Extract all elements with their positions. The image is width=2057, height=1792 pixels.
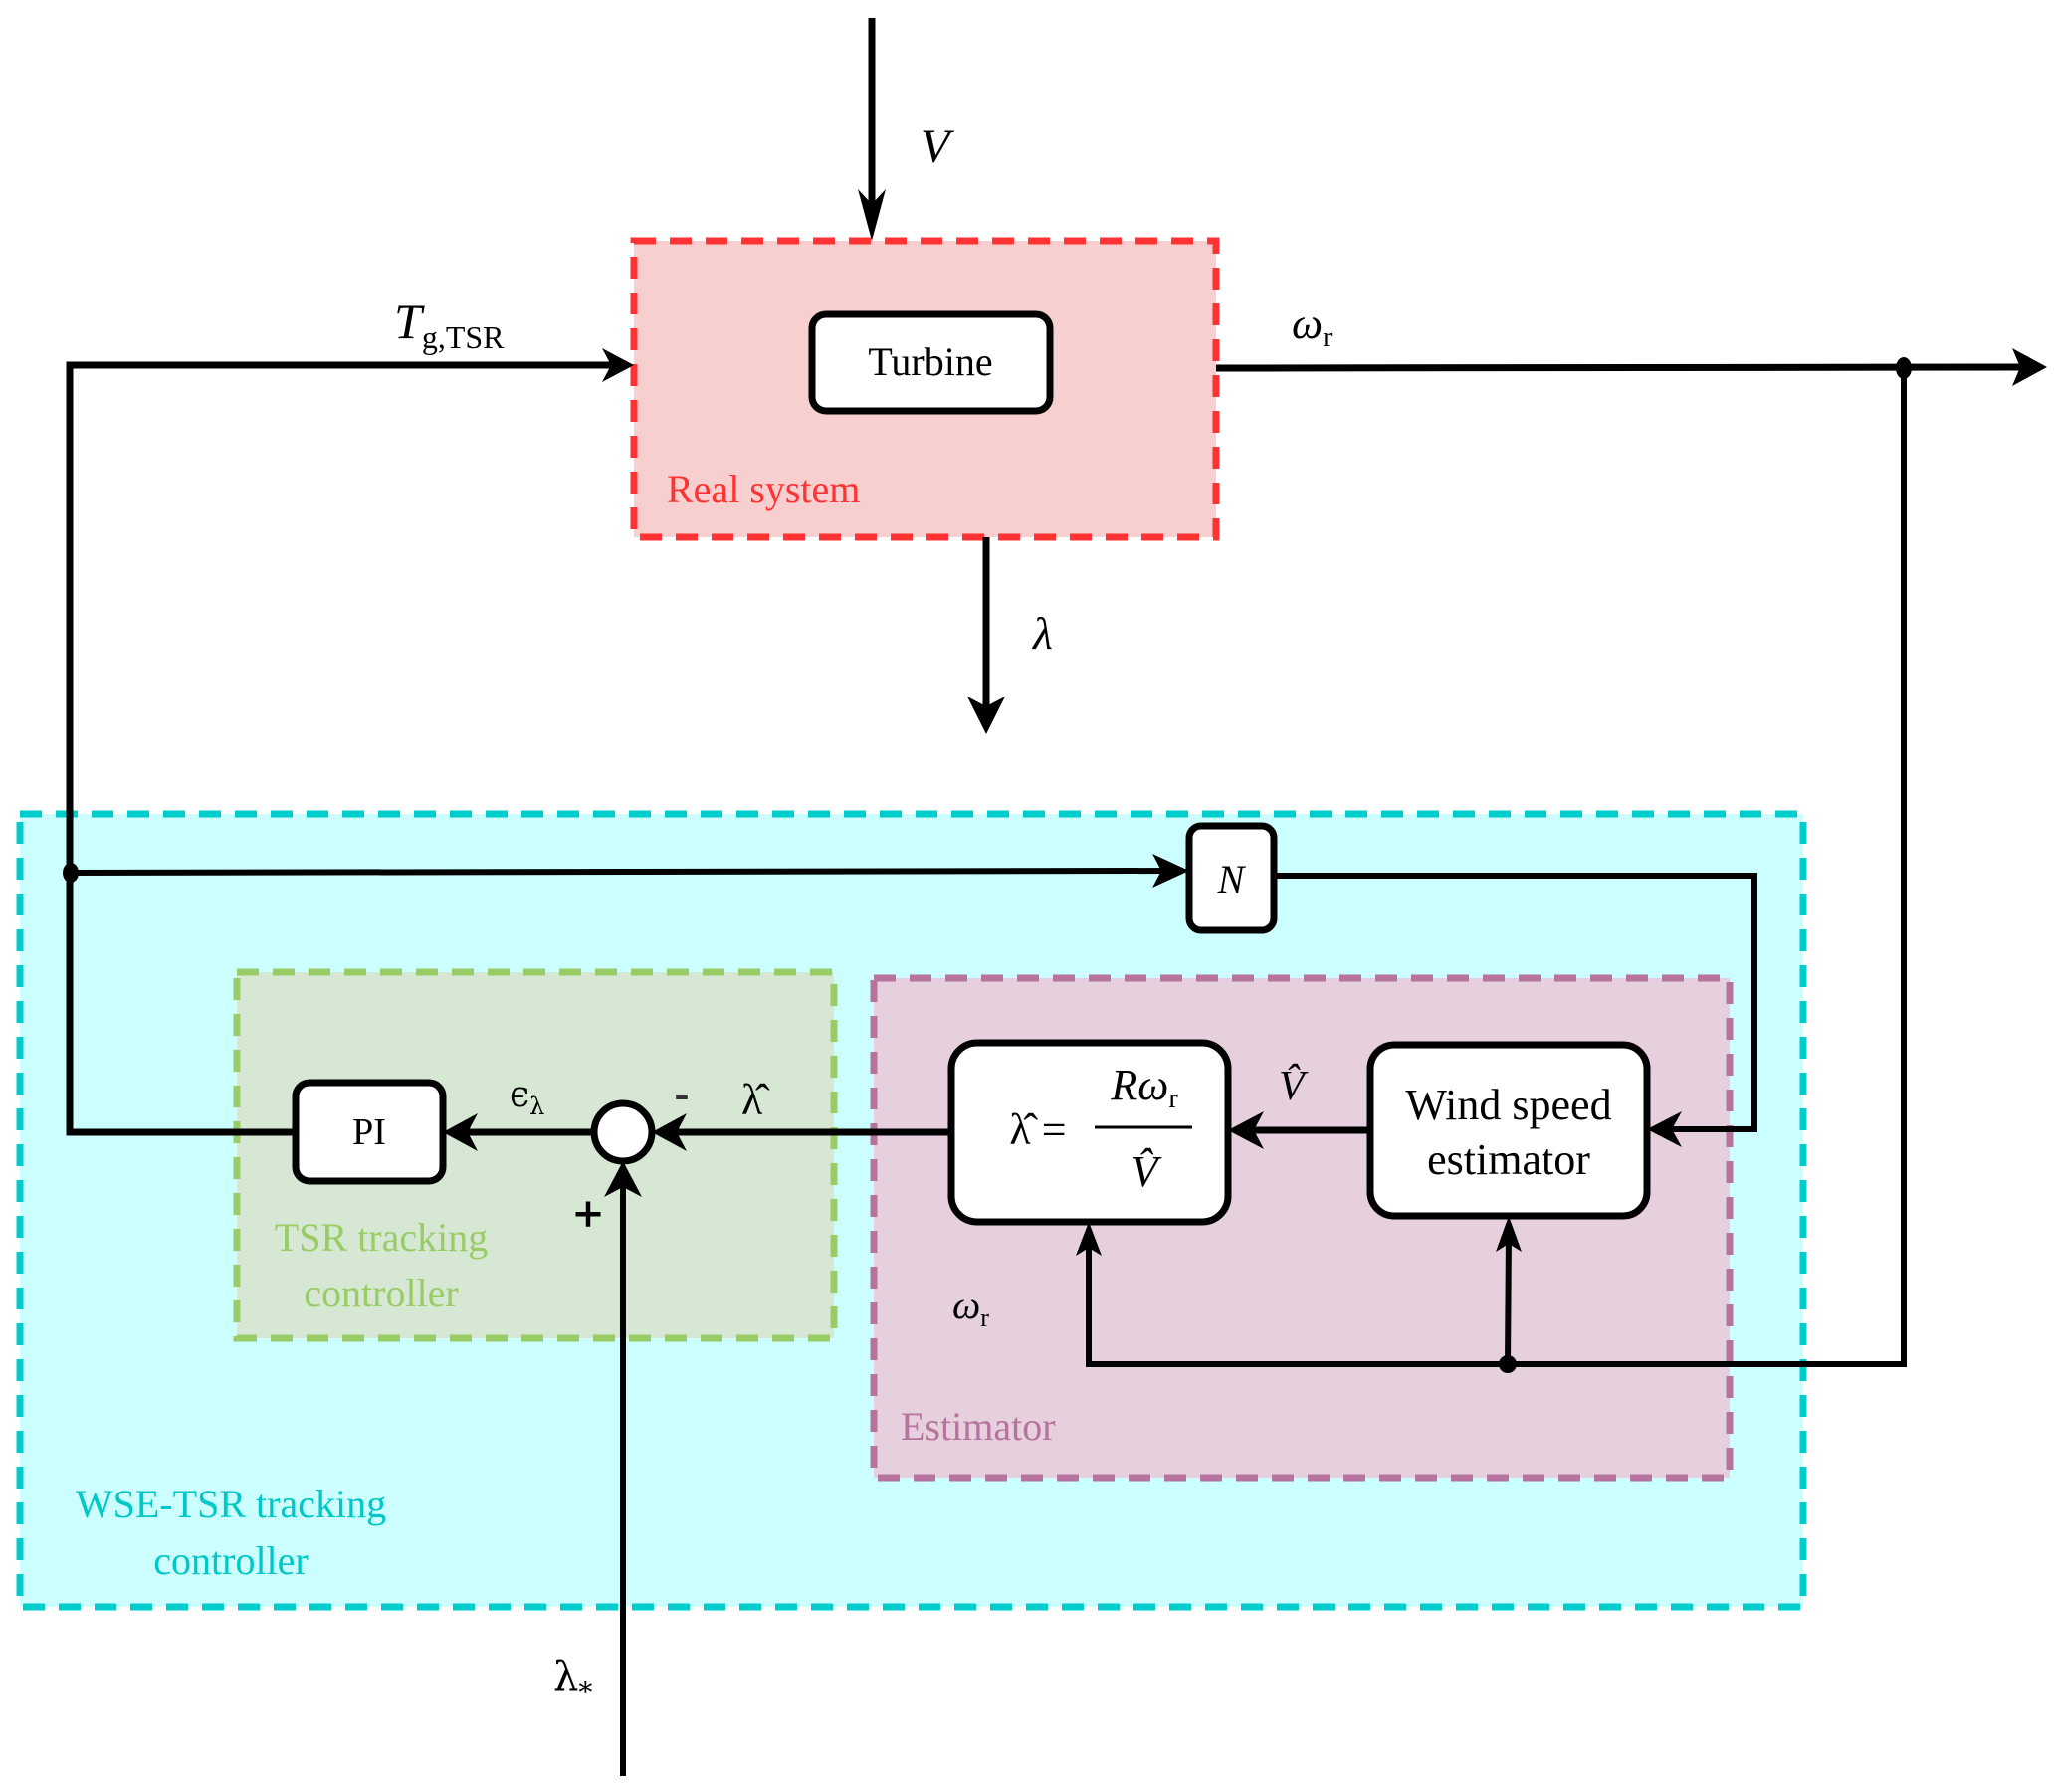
wind-speed-estimator-block[interactable] [1366, 1041, 1651, 1220]
n-to-wse-wire [1274, 873, 1757, 1132]
rotor-speed-top-label: ωr [1292, 299, 1333, 353]
tsr-formula-denominator: V̂ [1131, 1147, 1163, 1196]
wind-speed-arrowhead [858, 189, 886, 241]
minus-sign: - [674, 1072, 690, 1116]
rotor-speed-output-wire [1215, 363, 2026, 372]
rotor-speed-feedback-wire [1086, 368, 1907, 1367]
n-to-wse-arrowhead [1647, 1111, 1682, 1147]
wse-tsr-label-line1: WSE-TSR tracking [76, 1482, 386, 1526]
rotor-speed-junction-bottom [1499, 1355, 1517, 1373]
tsr-formula-lhs: λ̂ = [1009, 1105, 1066, 1154]
tsr-formula-block[interactable] [947, 1039, 1232, 1226]
wind-estimate-arrowhead [1228, 1111, 1264, 1149]
n-label: N [1217, 857, 1247, 901]
turbine-label: Turbine [868, 339, 992, 384]
pi-label: PI [352, 1111, 386, 1153]
wind-estimate-signal-label: V̂ [1279, 1063, 1309, 1109]
tsr-tracking-label-line1: TSR tracking [275, 1215, 488, 1260]
turbine-block[interactable] [808, 310, 1054, 415]
tsr-formula-numerator: Rωr [1110, 1061, 1178, 1114]
torque-signal-label: Tg,TSR [394, 294, 505, 355]
wind-speed-estimator-label-line1: Wind speed [1405, 1081, 1611, 1129]
real-system-label: Real system [667, 467, 860, 511]
tsr-signal-label: λ [1031, 608, 1053, 659]
wind-speed-estimator-label-line2: estimator [1427, 1135, 1590, 1184]
torque-to-n-wire [69, 868, 1173, 876]
tsr-tracking-label-line2: controller [304, 1271, 459, 1315]
wse-tsr-label-line2: controller [153, 1538, 309, 1583]
torque-wire [66, 361, 617, 1136]
tsr-error-arrowhead [443, 1113, 478, 1151]
rotor-speed-to-tsr-arrowhead [1076, 1222, 1102, 1256]
rotor-speed-to-wse-arrowhead [1496, 1216, 1522, 1252]
plus-sign: + [571, 1190, 605, 1237]
wind-speed-signal-label: V [921, 120, 954, 173]
rotor-speed-bottom-label: ωr [952, 1283, 989, 1332]
summing-junction[interactable] [590, 1099, 656, 1165]
rotor-speed-to-wse-wire [1505, 1233, 1512, 1365]
estimator-label: Estimator [901, 1404, 1056, 1449]
tsr-estimate-arrowhead [652, 1113, 687, 1151]
tsr-reference-arrowhead [604, 1161, 642, 1197]
torque-to-n-arrowhead [1152, 854, 1189, 888]
pi-block[interactable] [292, 1079, 447, 1185]
n-block[interactable] [1185, 822, 1278, 934]
tsr-reference-signal-label: λ* [553, 1654, 592, 1708]
tsr-output-arrowhead [967, 697, 1005, 734]
rotor-speed-output-arrowhead [2012, 348, 2047, 386]
torque-arrowhead [602, 348, 634, 382]
tsr-error-signal-label: ϵλ [510, 1075, 544, 1120]
